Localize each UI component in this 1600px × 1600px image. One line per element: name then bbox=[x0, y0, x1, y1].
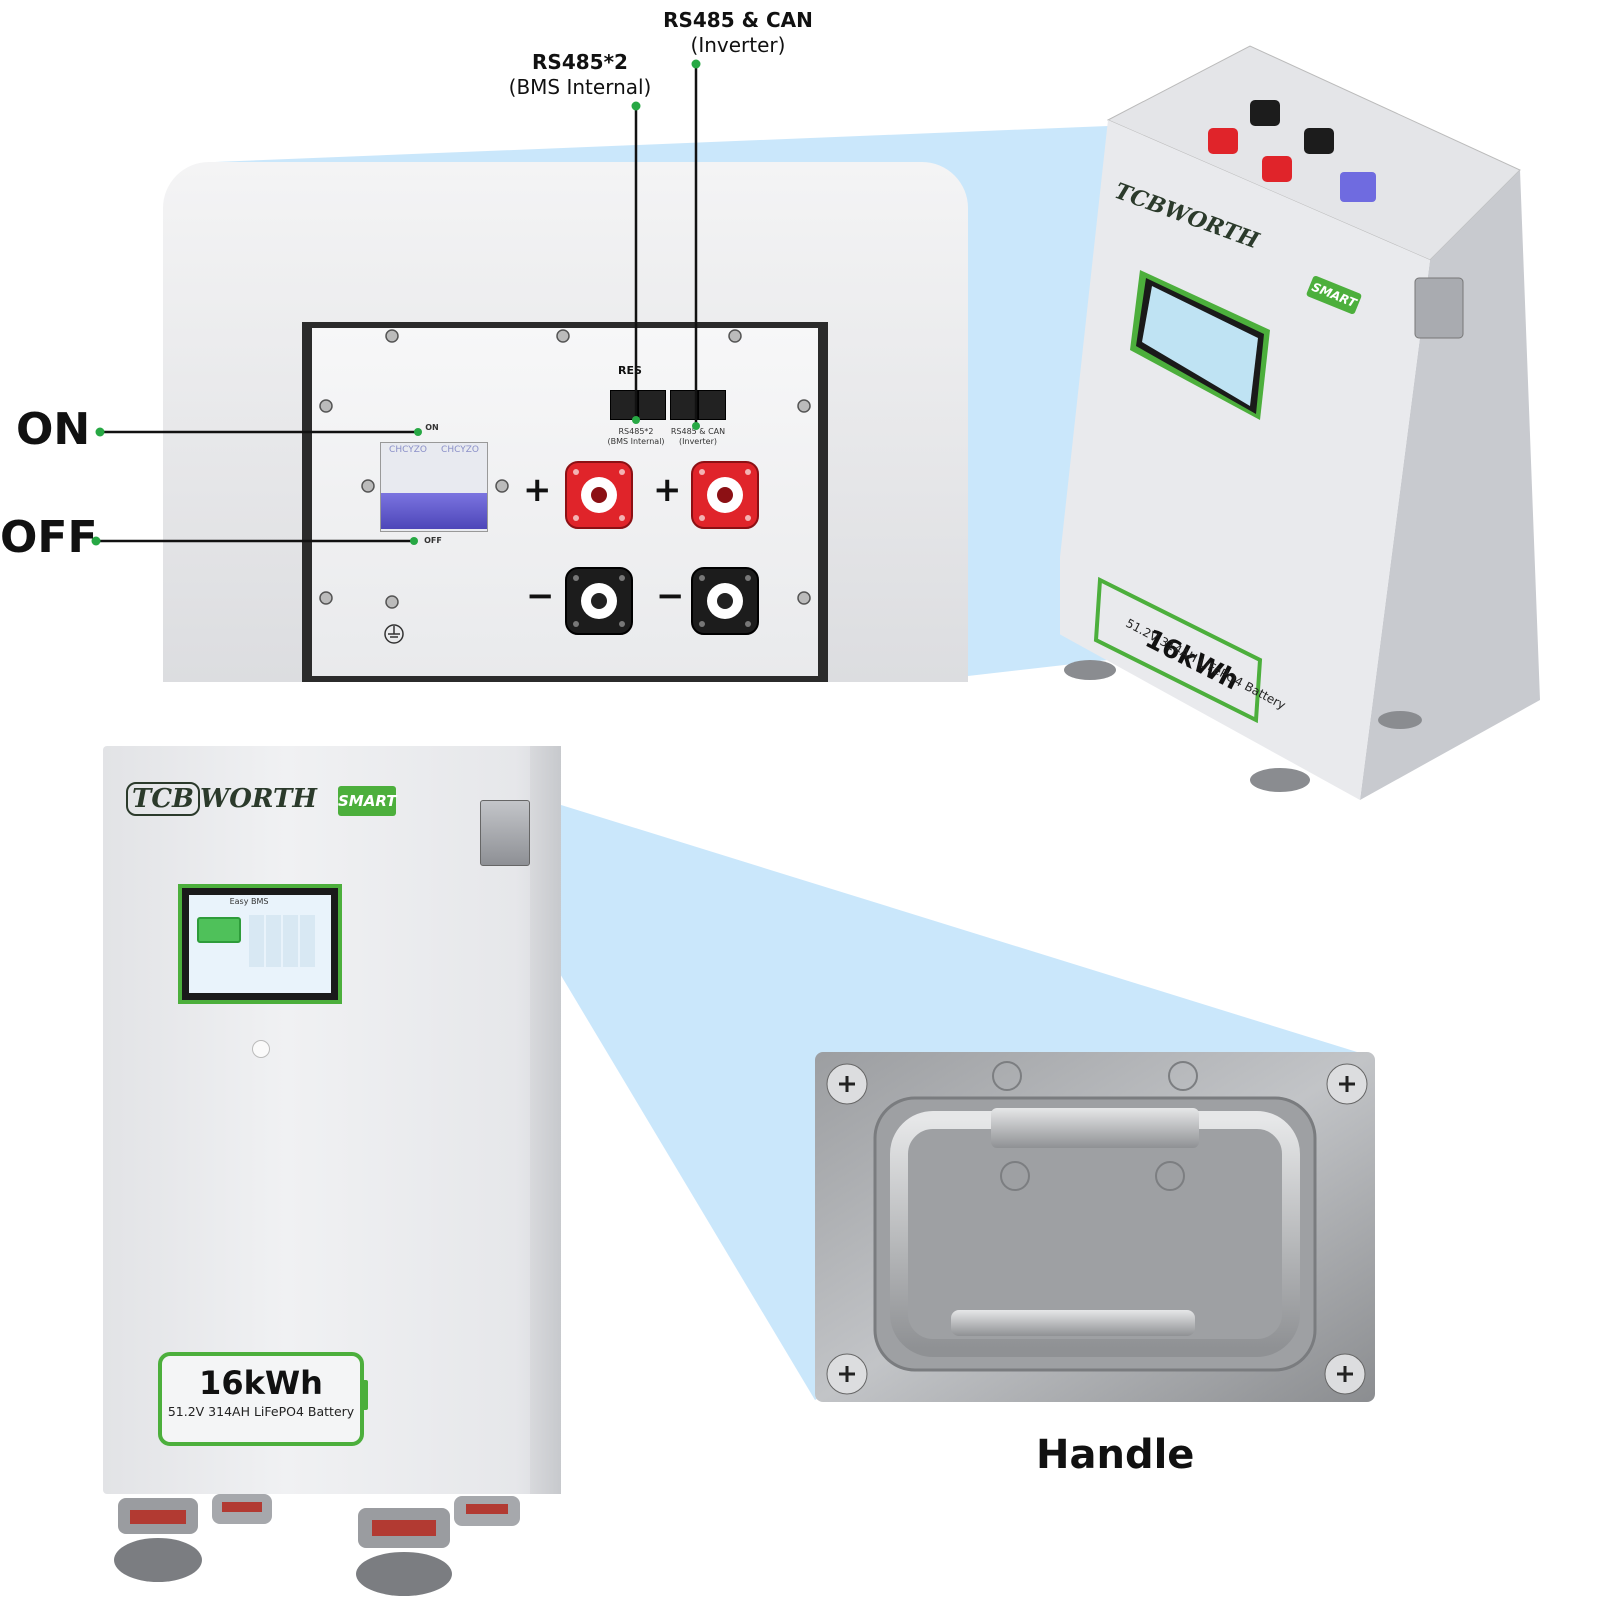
badge-battery-nub bbox=[360, 1380, 368, 1410]
port-inv-sub: (Inverter) bbox=[679, 437, 717, 446]
negative-terminal-1[interactable] bbox=[564, 566, 634, 636]
port-inv-label: RS485 & CAN bbox=[670, 427, 726, 436]
handle-zoom bbox=[815, 1052, 1375, 1402]
screen-title: Easy BMS bbox=[229, 897, 269, 906]
screen-grid bbox=[249, 915, 317, 967]
logo-prefix: TCB bbox=[126, 782, 201, 816]
minus-sign-2: − bbox=[656, 576, 685, 616]
callout-rs485-can-title: RS485 & CAN bbox=[663, 8, 813, 32]
callout-rs485-bms-title: RS485*2 bbox=[532, 50, 628, 74]
panel-screws bbox=[319, 329, 811, 644]
side-handle-small bbox=[480, 800, 530, 866]
callout-off-label: OFF bbox=[0, 512, 98, 563]
rj45-port-inv-1[interactable] bbox=[670, 390, 698, 420]
battery-unit-angled bbox=[1060, 45, 1540, 800]
battery-front-feet bbox=[114, 1494, 520, 1596]
positive-terminal-2[interactable] bbox=[690, 460, 760, 530]
plus-sign-1: + bbox=[523, 470, 552, 510]
plus-sign-2: + bbox=[653, 470, 682, 510]
switch-off-label: OFF bbox=[424, 536, 442, 545]
switch-on-label: ON bbox=[425, 423, 439, 432]
rj45-port-inv-2[interactable] bbox=[698, 390, 726, 420]
callout-lines bbox=[91, 59, 701, 546]
port-bms-sub: (BMS Internal) bbox=[607, 437, 665, 446]
port-bms-label: RS485*2 bbox=[618, 427, 654, 436]
positive-terminal-1[interactable] bbox=[564, 460, 634, 530]
callout-on-label: ON bbox=[16, 404, 91, 455]
handle-caption: Handle bbox=[1036, 1432, 1195, 1478]
callout-rs485-bms-sub: (BMS Internal) bbox=[508, 75, 652, 99]
power-button[interactable] bbox=[252, 1040, 270, 1058]
port-group-label: RES bbox=[618, 364, 642, 377]
screen-battery-icon bbox=[197, 917, 241, 943]
breaker-brand-1: CHCYZO bbox=[389, 445, 427, 455]
logo-suffix: WORTH bbox=[200, 784, 317, 814]
breaker-toggle[interactable] bbox=[381, 493, 487, 529]
battery-front-spec: 51.2V 314AH LiFePO4 Battery bbox=[167, 1404, 355, 1419]
battery-front-smart-badge: SMART bbox=[338, 786, 396, 816]
battery-front-screen[interactable]: Easy BMS bbox=[178, 884, 342, 1004]
circuit-breaker[interactable]: CHCYZO CHCYZO bbox=[380, 442, 488, 532]
rj45-port-bms-2[interactable] bbox=[638, 390, 666, 420]
battery-front-capacity-badge: 16kWh 51.2V 314AH LiFePO4 Battery bbox=[158, 1352, 364, 1446]
battery-front-side-edge bbox=[530, 746, 561, 1494]
breaker-brand-2: CHCYZO bbox=[441, 445, 479, 455]
negative-terminal-2[interactable] bbox=[690, 566, 760, 636]
battery-front-capacity: 16kWh bbox=[199, 1364, 323, 1402]
rj45-port-bms-1[interactable] bbox=[610, 390, 638, 420]
minus-sign-1: − bbox=[526, 576, 555, 616]
callout-rs485-can-sub: (Inverter) bbox=[690, 33, 786, 57]
